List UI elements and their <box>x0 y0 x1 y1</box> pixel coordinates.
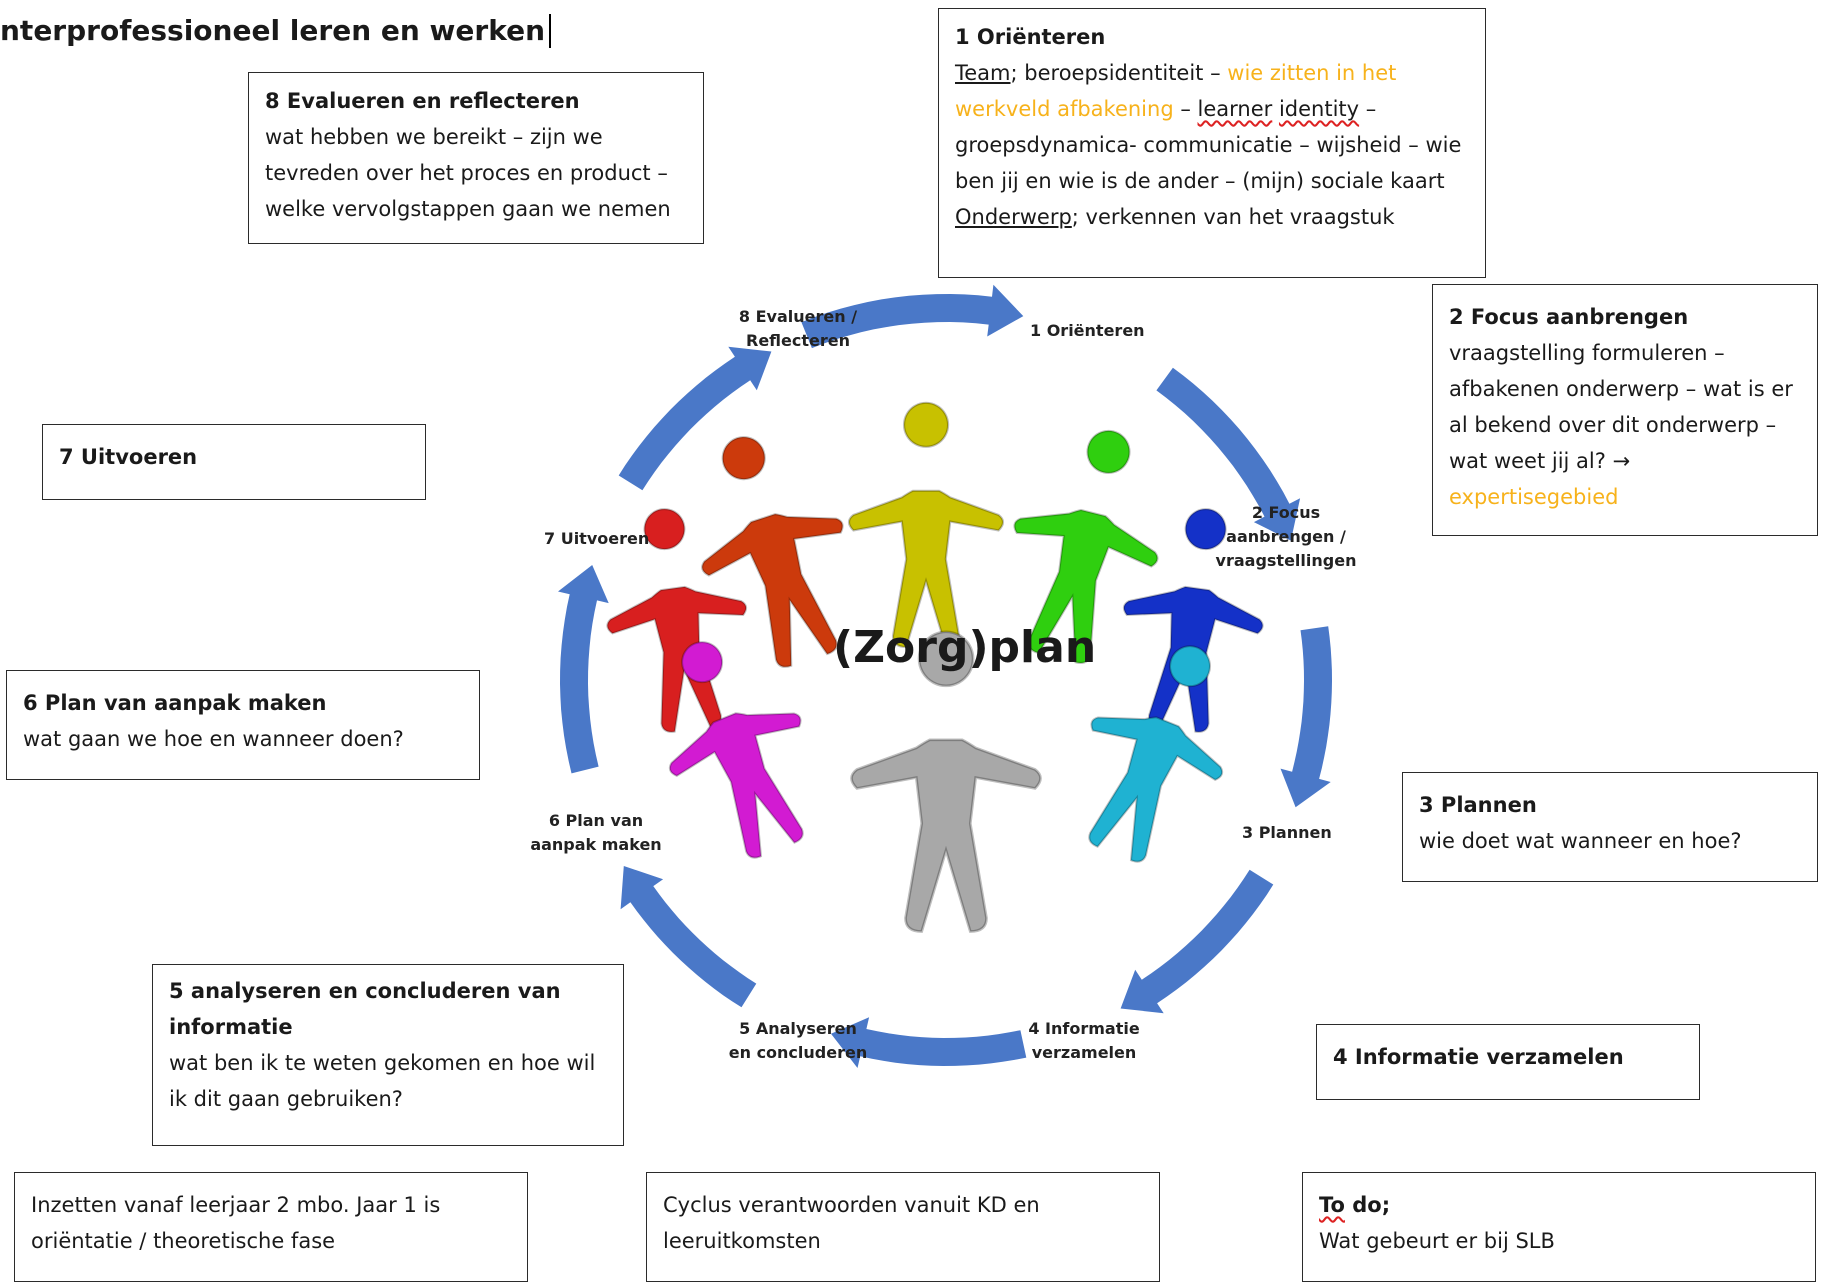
step-5-box: 5 analyseren en concluderen van informat… <box>152 964 624 1146</box>
cycle-label-4a: 4 Informatie <box>1028 1019 1139 1038</box>
figure-red <box>606 508 748 733</box>
team-label: Team <box>955 61 1011 85</box>
note-year-text: Inzetten vanaf leerjaar 2 mbo. Jaar 1 is… <box>31 1193 441 1253</box>
cycle-label-1: 1 Oriënteren <box>1030 321 1145 340</box>
note-year: Inzetten vanaf leerjaar 2 mbo. Jaar 1 is… <box>14 1172 528 1282</box>
highlight-text: wie zitten in het werkveld afbakening <box>955 61 1397 121</box>
cycle-label-2a: 2 Focus <box>1252 503 1320 522</box>
cycle-arrow-8 <box>618 346 772 491</box>
step-6-heading: 6 Plan van aanpak maken <box>23 691 327 715</box>
step-1-heading: 1 Oriënteren <box>955 25 1106 49</box>
step-5-text: wat ben ik te weten gekomen en hoe wil i… <box>169 1051 596 1111</box>
figure-orange <box>701 436 844 668</box>
step-1-text-b: – <box>1173 97 1198 121</box>
step-8-box: 8 Evalueren en reflecteren wat hebben we… <box>248 72 704 244</box>
step-6-box: 6 Plan van aanpak maken wat gaan we hoe … <box>6 670 480 780</box>
onderwerp-label: Onderwerp <box>955 205 1072 229</box>
step-4-box: 4 Informatie verzamelen <box>1316 1024 1700 1100</box>
page-title: nterprofessioneel leren en werken <box>0 14 552 48</box>
step-1-text: Team; beroepsidentiteit – wie zitten in … <box>955 55 1469 199</box>
step-5-heading: 5 analyseren en concluderen van informat… <box>169 979 561 1039</box>
step-1-subject: Onderwerp; verkennen van het vraagstuk <box>955 199 1469 235</box>
cycle-label-7: 7 Uitvoeren <box>544 529 649 548</box>
cycle-label-8a: 8 Evalueren / <box>739 307 857 326</box>
cycle-label-5b: en concluderen <box>729 1043 867 1062</box>
note-todo-heading: To do; <box>1319 1187 1799 1223</box>
cycle-arrow-5 <box>831 1017 1027 1068</box>
step-2-highlight: expertisegebied <box>1449 485 1619 509</box>
center-label: (Zorg)plan <box>833 622 1096 673</box>
figure-gray <box>850 630 1042 933</box>
cycle-arrow-4 <box>1120 869 1274 1014</box>
step-1-text-c: – groepsdynamica- communicatie – wijshei… <box>955 97 1462 193</box>
step-1-text-a: ; beroepsidentiteit – <box>1010 61 1228 85</box>
cycle-label-5a: 5 Analyseren <box>739 1019 857 1038</box>
step-1-box: 1 Oriënteren Team; beroepsidentiteit – w… <box>938 8 1486 278</box>
note-todo-heading-a: To <box>1319 1193 1345 1217</box>
step-2-box: 2 Focus aanbrengen vraagstelling formule… <box>1432 284 1818 536</box>
note-todo-text: Wat gebeurt er bij SLB <box>1319 1229 1555 1253</box>
cycle-label-3: 3 Plannen <box>1242 823 1332 842</box>
cycle-arrow-1 <box>801 284 1024 349</box>
note-cycle: Cyclus verantwoorden vanuit KD en leerui… <box>646 1172 1160 1282</box>
step-1-text-learner: learner <box>1197 97 1273 121</box>
step-7-heading: 7 Uitvoeren <box>59 445 198 469</box>
step-1-text-d: ; verkennen van het vraagstuk <box>1071 205 1395 229</box>
cycle-label-2c: vraagstellingen <box>1216 551 1357 570</box>
cycle-arrow-2 <box>1156 367 1301 541</box>
cycle-arrow-7 <box>558 565 609 774</box>
step-3-heading: 3 Plannen <box>1419 793 1537 817</box>
step-8-text: wat hebben we bereikt – zijn we tevreden… <box>265 125 671 221</box>
figure-green <box>1013 429 1159 665</box>
note-todo: To do; Wat gebeurt er bij SLB <box>1302 1172 1816 1282</box>
step-7-box: 7 Uitvoeren <box>42 424 426 500</box>
cycle-label-8b: Reflecteren <box>746 331 850 350</box>
step-3-text: wie doet wat wanneer en hoe? <box>1419 829 1742 853</box>
note-todo-heading-b: do; <box>1344 1193 1391 1217</box>
step-2-text: vraagstelling formuleren – afbakenen ond… <box>1449 341 1793 473</box>
cycle-arrow-3 <box>1280 626 1332 808</box>
step-6-text: wat gaan we hoe en wanneer doen? <box>23 727 404 751</box>
figure-cyan <box>1088 645 1224 863</box>
step-1-text-identity: identity <box>1278 97 1360 121</box>
cycle-label-6b: aanpak maken <box>530 835 661 854</box>
step-1-text-space <box>1272 97 1279 121</box>
step-4-heading: 4 Informatie verzamelen <box>1333 1045 1624 1069</box>
cycle-label-6a: 6 Plan van <box>549 811 643 830</box>
note-cycle-text: Cyclus verantwoorden vanuit KD en leerui… <box>663 1193 1040 1253</box>
step-2-heading: 2 Focus aanbrengen <box>1449 305 1689 329</box>
figure-magenta <box>668 641 804 859</box>
figure-yellow <box>847 401 1005 649</box>
cycle-label-4b: verzamelen <box>1032 1043 1137 1062</box>
cycle-arrow-6 <box>620 866 757 1008</box>
figure-blue <box>1122 508 1264 733</box>
step-3-box: 3 Plannen wie doet wat wanneer en hoe? <box>1402 772 1818 882</box>
cycle-label-2b: aanbrengen / <box>1226 527 1346 546</box>
step-8-heading: 8 Evalueren en reflecteren <box>265 89 580 113</box>
